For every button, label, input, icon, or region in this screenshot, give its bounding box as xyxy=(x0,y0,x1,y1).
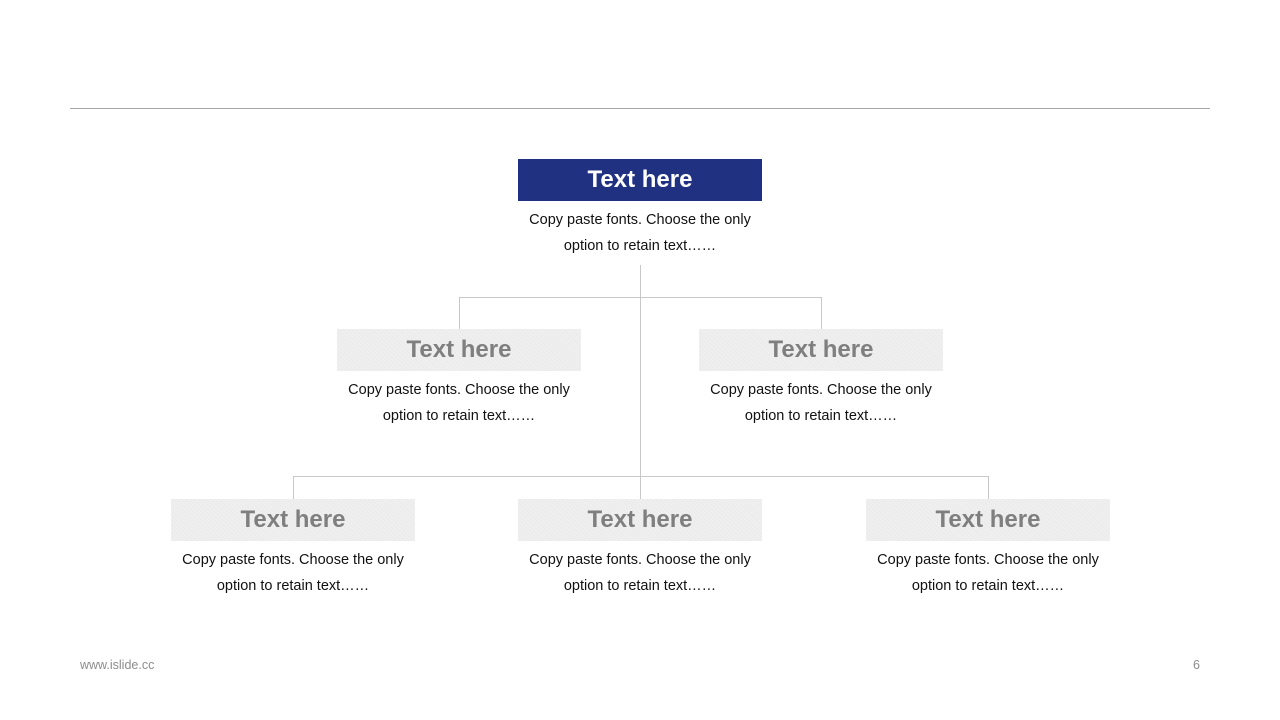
footer-page-number: 6 xyxy=(1193,658,1200,672)
node-description-root: Copy paste fonts. Choose the only option… xyxy=(529,212,751,254)
footer-website: www.islide.cc xyxy=(80,658,155,672)
org-node-level3-right: Text here Copy paste fonts. Choose the o… xyxy=(866,499,1110,599)
header-divider xyxy=(70,108,1210,109)
node-title: Text here xyxy=(337,329,581,371)
org-node-level2-left: Text here Copy paste fonts. Choose the o… xyxy=(337,329,581,429)
node-description: Copy paste fonts. Choose the only option… xyxy=(529,552,751,594)
level2-bracket xyxy=(459,297,822,329)
node-description: Copy paste fonts. Choose the only option… xyxy=(710,382,932,424)
level3-bracket xyxy=(293,476,989,499)
node-title: Text here xyxy=(699,329,943,371)
org-node-level2-right: Text here Copy paste fonts. Choose the o… xyxy=(699,329,943,429)
node-title: Text here xyxy=(866,499,1110,541)
node-title-root: Text here xyxy=(518,159,762,201)
node-title: Text here xyxy=(171,499,415,541)
org-node-level3-center: Text here Copy paste fonts. Choose the o… xyxy=(518,499,762,599)
org-node-level3-left: Text here Copy paste fonts. Choose the o… xyxy=(171,499,415,599)
node-description: Copy paste fonts. Choose the only option… xyxy=(877,552,1099,594)
node-description: Copy paste fonts. Choose the only option… xyxy=(348,382,570,424)
node-description: Copy paste fonts. Choose the only option… xyxy=(182,552,404,594)
org-node-root: Text here Copy paste fonts. Choose the o… xyxy=(518,159,762,259)
node-title: Text here xyxy=(518,499,762,541)
